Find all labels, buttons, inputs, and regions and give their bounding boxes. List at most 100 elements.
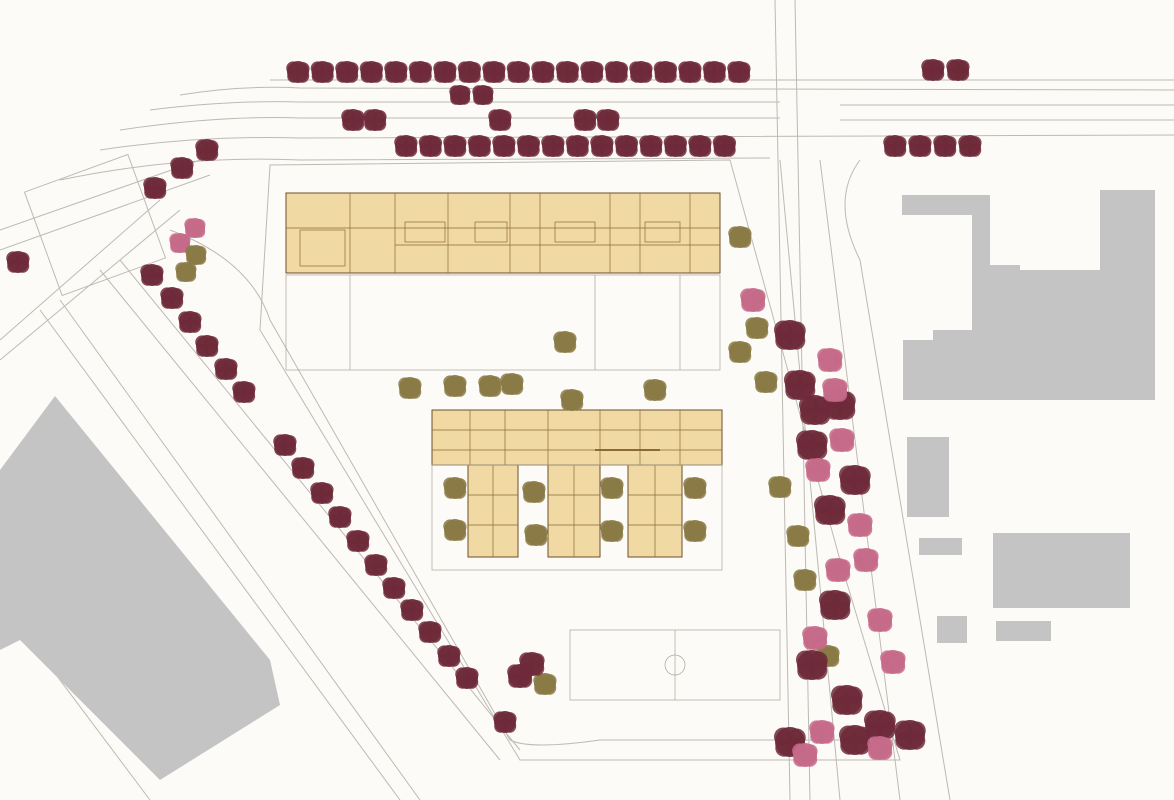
tree-canopy-icon — [506, 61, 531, 83]
tree-canopy-icon — [818, 590, 851, 620]
tree-canopy-icon — [328, 506, 352, 528]
tree-canopy-icon — [596, 109, 620, 131]
tree-canopy-icon — [433, 61, 457, 83]
tree-canopy-icon — [493, 711, 517, 733]
tree-canopy-icon — [573, 109, 597, 131]
tree-canopy-icon — [580, 61, 604, 83]
tree-canopy-icon — [519, 652, 545, 676]
neighbor-building-mid — [907, 437, 949, 517]
tree-canopy-icon — [500, 373, 524, 395]
tree-canopy-icon — [467, 135, 492, 157]
tree-canopy-icon — [663, 135, 688, 157]
tree-canopy-icon — [792, 743, 818, 767]
tree-canopy-icon — [728, 226, 752, 248]
tree-canopy-icon — [531, 61, 555, 83]
tree-canopy-icon — [754, 371, 778, 393]
tree-canopy-icon — [178, 311, 202, 333]
tree-canopy-icon — [359, 61, 384, 83]
tree-canopy-icon — [457, 61, 482, 83]
tree-canopy-icon — [745, 317, 769, 339]
tree-canopy-icon — [880, 650, 906, 674]
tree-canopy-icon — [813, 495, 846, 525]
tree-canopy-icon — [847, 513, 873, 537]
tree-canopy-icon — [363, 109, 387, 131]
tree-canopy-icon — [185, 245, 207, 265]
tree-canopy-icon — [768, 476, 792, 498]
tree-group — [6, 59, 982, 767]
tree-canopy-icon — [492, 135, 516, 157]
tree-canopy-icon — [478, 375, 502, 397]
tree-canopy-icon — [795, 650, 828, 680]
tree-canopy-icon — [809, 720, 835, 744]
tree-canopy-icon — [958, 135, 982, 157]
tree-canopy-icon — [604, 61, 629, 83]
tree-canopy-icon — [773, 320, 806, 350]
tree-canopy-icon — [472, 85, 494, 105]
tree-canopy-icon — [346, 530, 370, 552]
tree-canopy-icon — [614, 135, 639, 157]
tree-canopy-icon — [560, 389, 584, 411]
tree-canopy-icon — [170, 157, 194, 179]
neighbor-building-top-right — [902, 190, 1155, 400]
north-wing — [285, 192, 721, 274]
tree-canopy-icon — [364, 554, 388, 576]
tree-canopy-icon — [688, 135, 712, 157]
tree-canopy-icon — [232, 381, 256, 403]
tree-canopy-icon — [443, 477, 467, 499]
tree-canopy-icon — [541, 135, 565, 157]
tree-canopy-icon — [310, 61, 335, 83]
tree-canopy-icon — [522, 481, 546, 503]
tree-canopy-icon — [822, 378, 848, 402]
tree-canopy-icon — [793, 569, 817, 591]
tree-canopy-icon — [727, 61, 751, 83]
tree-canopy-icon — [555, 61, 580, 83]
tree-canopy-icon — [143, 177, 167, 199]
tree-canopy-icon — [565, 135, 590, 157]
tree-canopy-icon — [683, 520, 707, 542]
tree-canopy-icon — [341, 109, 365, 131]
tree-canopy-icon — [795, 430, 828, 460]
school-building — [285, 192, 781, 701]
tree-canopy-icon — [817, 348, 843, 372]
tree-canopy-icon — [590, 135, 614, 157]
tree-canopy-icon — [160, 287, 184, 309]
tree-canopy-icon — [802, 626, 828, 650]
tree-canopy-icon — [214, 358, 238, 380]
tree-canopy-icon — [946, 59, 970, 81]
tree-canopy-icon — [384, 61, 408, 83]
tree-canopy-icon — [830, 685, 863, 715]
tree-canopy-icon — [482, 61, 506, 83]
tree-canopy-icon — [867, 736, 893, 760]
tree-canopy-icon — [195, 139, 219, 161]
tree-canopy-icon — [335, 61, 359, 83]
tree-canopy-icon — [533, 673, 557, 695]
tree-canopy-icon — [740, 288, 766, 312]
tree-canopy-icon — [400, 599, 424, 621]
tree-canopy-icon — [443, 375, 467, 397]
tree-canopy-icon — [838, 465, 871, 495]
tree-canopy-icon — [382, 577, 406, 599]
tree-canopy-icon — [273, 434, 297, 456]
tree-canopy-icon — [408, 61, 433, 83]
tree-canopy-icon — [175, 262, 197, 282]
tree-canopy-icon — [184, 218, 206, 238]
tree-canopy-icon — [783, 370, 816, 400]
tree-canopy-icon — [418, 135, 443, 157]
tree-canopy-icon — [678, 61, 702, 83]
tree-canopy-icon — [728, 341, 752, 363]
neighbor-building-left — [0, 396, 280, 780]
tree-canopy-icon — [639, 135, 663, 157]
tree-canopy-icon — [398, 377, 422, 399]
tree-canopy-icon — [310, 482, 334, 504]
tree-canopy-icon — [437, 645, 461, 667]
tree-canopy-icon — [516, 135, 541, 157]
tree-canopy-icon — [553, 331, 577, 353]
tree-canopy-icon — [488, 109, 512, 131]
neighbor-building-small-3 — [996, 621, 1051, 641]
tree-canopy-icon — [863, 710, 896, 740]
south-wing-bar — [431, 409, 723, 466]
neighbor-building-small-2 — [937, 616, 967, 643]
tree-canopy-icon — [418, 621, 442, 643]
